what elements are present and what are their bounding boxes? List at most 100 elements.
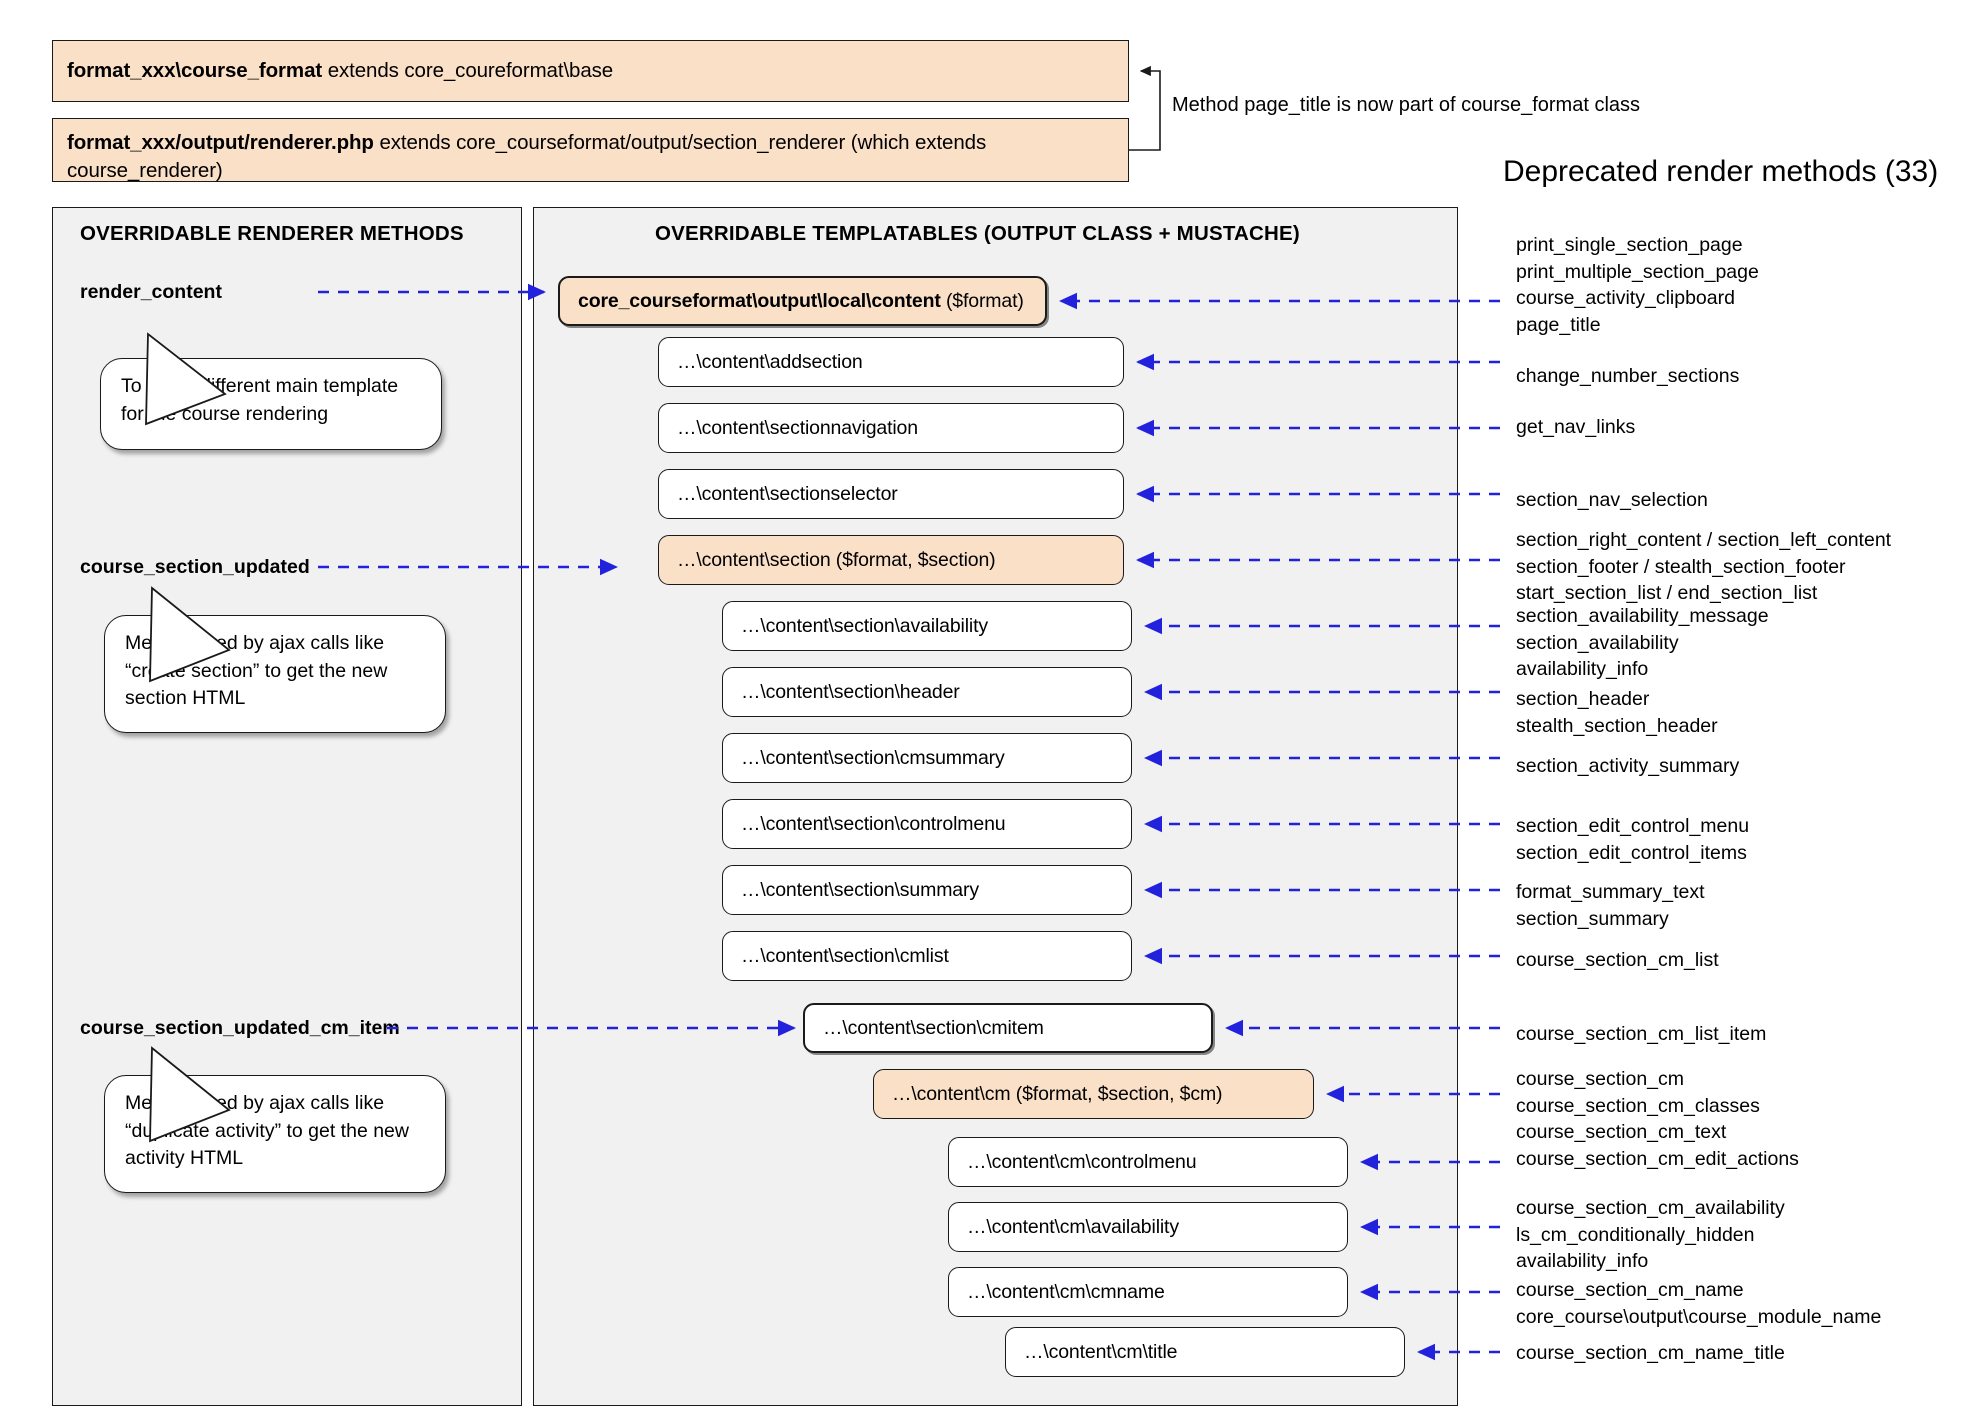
templatable-box-label-1: …\content\addsection (677, 350, 863, 373)
header-connector (1129, 65, 1161, 151)
templatable-box-6: …\content\section\header (722, 667, 1132, 717)
deprecated-method-line: course_section_cm_name_title (1516, 1342, 1785, 1364)
deprecated-method-line: section_edit_control_menu (1516, 815, 1750, 837)
deprecated-method-group-8: section_edit_control_menu section_edit_co… (1516, 813, 1749, 866)
deprecated-method-group-15: course_section_cm_name core_course\output… (1516, 1277, 1881, 1330)
deprecated-method-group-2: get_nav_links (1516, 414, 1635, 441)
templatable-box-label-12: …\content\cm ($format, $section, $cm) (892, 1082, 1223, 1105)
deprecated-method-line: section_availability (1516, 631, 1679, 654)
deprecated-method-group-7: section_activity_summary (1516, 753, 1739, 780)
method-label-course-section-updated: course_section_updated (80, 556, 310, 578)
templatable-box-10: …\content\section\cmlist (722, 931, 1132, 981)
deprecated-method-group-11: course_section_cm_list_item (1516, 1021, 1766, 1048)
templatable-box-13: …\content\cm\controlmenu (948, 1137, 1348, 1187)
templatable-box-label-0: core_courseformat\output\local\content (… (578, 289, 1024, 312)
deprecated-method-line: course_activity_clipboard (1516, 287, 1735, 310)
templatable-box-label-7: …\content\section\cmsummary (741, 746, 1005, 769)
header-box-rest-1: extends core_courseformat/output/section… (67, 131, 987, 182)
header-box-strong-1: format_xxx/output/renderer.php (67, 131, 374, 154)
method-label-course-section-updated-cm-item: course_section_updated_cm_item (80, 1017, 400, 1039)
templatable-box-9: …\content\section\summary (722, 865, 1132, 915)
left-panel-title: OVERRIDABLE RENDERER METHODS (80, 222, 464, 245)
deprecated-method-line: start_section_list / end_section_list (1516, 582, 1818, 605)
templatable-box-16: …\content\cm\title (1005, 1327, 1405, 1377)
templatable-box-label-13: …\content\cm\controlmenu (967, 1150, 1197, 1173)
templatable-box-14: …\content\cm\availability (948, 1202, 1348, 1252)
templatable-box-label-11: …\content\section\cmitem (823, 1016, 1044, 1039)
templatable-box-label-14: …\content\cm\availability (967, 1215, 1179, 1238)
templatable-box-1: …\content\addsection (658, 337, 1124, 387)
deprecated-method-line: format_summary_text (1516, 881, 1705, 903)
templatable-box-strong-0: core_courseformat\output\local\content (578, 289, 941, 312)
deprecated-method-line: course_section_cm_name (1516, 1279, 1744, 1301)
deprecated-method-line: section_footer / stealth_section_footer (1516, 555, 1846, 578)
deprecated-method-line: section_nav_selection (1516, 489, 1708, 511)
deprecated-method-line: core_course\output\course_module_name (1516, 1305, 1882, 1328)
method-label-render-content: render_content (80, 281, 222, 303)
deprecated-method-group-13: course_section_cm_edit_actions (1516, 1146, 1799, 1173)
deprecated-method-group-12: course_section_cm course_section_cm_class… (1516, 1066, 1760, 1146)
templatable-box-8: …\content\section\controlmenu (722, 799, 1132, 849)
header-box-course-format: format_xxx\course_format extends core_co… (52, 40, 1129, 102)
header-box-renderer-php: format_xxx/output/renderer.php extends c… (52, 118, 1129, 182)
callout-course-section-updated: Method used by ajax calls like “create s… (104, 615, 446, 733)
templatable-box-label-15: …\content\cm\cmname (967, 1280, 1165, 1303)
deprecated-method-group-3: section_nav_selection (1516, 487, 1708, 514)
deprecated-method-group-1: change_number_sections (1516, 363, 1739, 390)
templatable-box-label-4: …\content\section ($format, $section) (677, 548, 996, 571)
deprecated-method-line: course_section_cm_text (1516, 1121, 1727, 1144)
deprecated-method-group-0: print_single_section_page print_multiple_… (1516, 232, 1759, 338)
deprecated-methods-title: Deprecated render methods (33) (1503, 155, 1939, 188)
deprecated-method-line: availability_info (1516, 1250, 1649, 1273)
deprecated-method-line: stealth_section_header (1516, 714, 1718, 737)
templatable-box-label-5: …\content\section\availability (741, 614, 988, 637)
templatable-box-0: core_courseformat\output\local\content (… (558, 276, 1047, 326)
mid-panel-title: OVERRIDABLE TEMPLATABLES (OUTPUT CLASS +… (655, 222, 1300, 245)
deprecated-method-group-6: section_header stealth_section_header (1516, 686, 1718, 739)
deprecated-method-group-5: section_availability_message section_avai… (1516, 603, 1769, 683)
page-title-note: Method page_title is now part of course_… (1172, 94, 1641, 116)
deprecated-method-group-9: format_summary_text section_summary (1516, 879, 1705, 932)
deprecated-method-group-14: course_section_cm_availability ls_cm_cond… (1516, 1195, 1785, 1275)
deprecated-method-line: change_number_sections (1516, 365, 1740, 387)
templatable-box-12: …\content\cm ($format, $section, $cm) (873, 1069, 1314, 1119)
header-box-rest-0: extends core_coureformat\base (322, 59, 614, 83)
templatable-box-label-6: …\content\section\header (741, 680, 960, 703)
templatable-box-label-9: …\content\section\summary (741, 878, 979, 901)
deprecated-method-line: print_single_section_page (1516, 234, 1743, 256)
templatable-box-5: …\content\section\availability (722, 601, 1132, 651)
deprecated-method-line: section_edit_control_items (1516, 841, 1747, 864)
templatable-box-label-2: …\content\sectionnavigation (677, 416, 918, 439)
templatable-box-label-3: …\content\sectionselector (677, 482, 898, 505)
deprecated-method-line: section_right_content / section_left_con… (1516, 529, 1892, 551)
callout-course-section-updated-cm-item: Method used by ajax calls like “duplicat… (104, 1075, 446, 1193)
deprecated-method-line: course_section_cm (1516, 1068, 1684, 1090)
templatable-box-label-8: …\content\section\controlmenu (741, 812, 1006, 835)
deprecated-method-line: print_multiple_section_page (1516, 260, 1759, 283)
callout-render-content: To use a different main template for the… (100, 358, 442, 450)
deprecated-method-line: section_header (1516, 688, 1650, 710)
deprecated-method-group-4: section_right_content / section_left_con… (1516, 527, 1891, 607)
templatable-box-11: …\content\section\cmitem (803, 1003, 1213, 1053)
deprecated-method-line: course_section_cm_list (1516, 949, 1719, 971)
deprecated-method-line: section_activity_summary (1516, 755, 1740, 777)
deprecated-method-group-16: course_section_cm_name_title (1516, 1340, 1785, 1367)
templatable-box-4: …\content\section ($format, $section) (658, 535, 1124, 585)
templatable-box-7: …\content\section\cmsummary (722, 733, 1132, 783)
deprecated-method-line: course_section_cm_edit_actions (1516, 1148, 1799, 1170)
header-box-strong-0: format_xxx\course_format (67, 59, 323, 83)
deprecated-method-line: ls_cm_conditionally_hidden (1516, 1223, 1755, 1246)
templatable-box-2: …\content\sectionnavigation (658, 403, 1124, 453)
deprecated-method-line: course_section_cm_classes (1516, 1094, 1760, 1117)
deprecated-method-line: page_title (1516, 313, 1601, 336)
deprecated-method-line: course_section_cm_availability (1516, 1197, 1785, 1219)
deprecated-method-line: course_section_cm_list_item (1516, 1023, 1767, 1045)
deprecated-method-line: section_summary (1516, 907, 1669, 930)
templatable-box-label-16: …\content\cm\title (1024, 1340, 1178, 1363)
deprecated-method-line: availability_info (1516, 658, 1649, 681)
deprecated-method-line: section_availability_message (1516, 605, 1769, 627)
templatable-box-15: …\content\cm\cmname (948, 1267, 1348, 1317)
templatable-box-label-10: …\content\section\cmlist (741, 944, 949, 967)
deprecated-method-line: get_nav_links (1516, 416, 1636, 438)
